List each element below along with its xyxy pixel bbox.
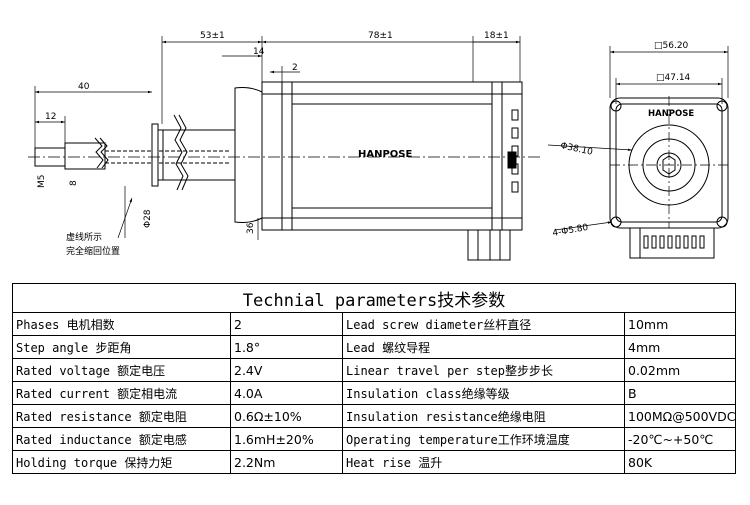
front-brand-label: HANPOSE	[648, 109, 694, 119]
param-label: Step angle 步距角	[12, 335, 231, 359]
table-row: Rated current 额定相电流 4.0A Insulation clas…	[12, 381, 737, 405]
param-value: 2	[230, 312, 343, 336]
side-dimension-labels: 53±1 78±1 18±1 14 2 40 12 M5 8 Φ28 36 HA…	[37, 31, 509, 234]
dim-dia38: Φ38.10	[559, 141, 593, 158]
side-view	[28, 36, 540, 261]
nut-flange	[151, 123, 235, 187]
dim-sq47: □47.14	[656, 73, 691, 83]
param-value: 100MΩ@500VDC	[623, 404, 737, 428]
param-label: Linear travel per step整步步长	[342, 358, 625, 382]
table-row: Phases 电机相数 2 Lead screw diameter丝杆直径 10…	[12, 312, 737, 336]
table-row: Rated voltage 额定电压 2.4V Linear travel pe…	[12, 358, 737, 382]
param-label: Lead 螺纹导程	[342, 335, 625, 359]
table-row: Holding torque 保持力矩 2.2Nm Heat rise 温升 8…	[12, 450, 737, 474]
note-line-1: 虚线所示	[66, 231, 102, 243]
param-label: Holding torque 保持力矩	[12, 450, 231, 474]
retracted-note: 虚线所示 完全缩回位置	[66, 197, 133, 257]
param-label: Rated voltage 额定电压	[12, 358, 231, 382]
table-row: Rated inductance 额定电感 1.6mH±20% Operatin…	[12, 427, 737, 451]
dim-2: 2	[292, 63, 298, 73]
motor-technical-drawing: 53±1 78±1 18±1 14 2 40 12 M5 8 Φ28 36 HA…	[28, 31, 730, 261]
table-row: Rated resistance 额定电阻 0.6Ω±10% Insulatio…	[12, 404, 737, 428]
param-label: Phases 电机相数	[12, 312, 231, 336]
front-view	[547, 46, 730, 259]
param-label: Rated inductance 额定电感	[12, 427, 231, 451]
table-row: Step angle 步距角 1.8° Lead 螺纹导程 4mm	[12, 335, 737, 359]
dim-40: 40	[78, 82, 90, 92]
dim-12: 12	[45, 112, 56, 122]
param-value: 0.02mm	[623, 358, 737, 382]
param-value: -20℃~+50℃	[623, 427, 737, 451]
param-label: Operating temperature工作环境温度	[342, 427, 625, 451]
dim-36: 36	[246, 222, 256, 234]
side-connector	[467, 229, 511, 261]
table-title: Technial parameters技术参数	[11, 283, 737, 313]
dim-78: 78±1	[368, 31, 393, 41]
dim-53: 53±1	[200, 31, 225, 41]
param-value: B	[623, 381, 737, 405]
param-label: Insulation class绝缘等级	[342, 381, 625, 405]
param-label: Insulation resistance绝缘电阻	[342, 404, 625, 428]
param-label: Rated current 额定相电流	[12, 381, 231, 405]
technical-parameters-table: Technial parameters技术参数 Phases 电机相数 2 Le…	[11, 283, 737, 474]
dim-sq56: □56.20	[654, 41, 689, 51]
param-value: 4mm	[623, 335, 737, 359]
param-value: 2.4V	[230, 358, 343, 382]
note-line-2: 完全缩回位置	[66, 245, 120, 257]
dim-m5: M5	[37, 175, 47, 189]
param-value: 4.0A	[230, 381, 343, 405]
dim-hole: 4-Φ5.80	[552, 223, 590, 239]
param-label: Heat rise 温升	[342, 450, 625, 474]
param-label: Lead screw diameter丝杆直径	[342, 312, 625, 336]
table-title-row: Technial parameters技术参数	[11, 283, 737, 313]
side-brand-label: HANPOSE	[358, 149, 413, 160]
param-value: 80K	[623, 450, 737, 474]
param-label: Rated resistance 额定电阻	[12, 404, 231, 428]
motor-body	[261, 81, 523, 231]
param-value: 0.6Ω±10%	[230, 404, 343, 428]
dim-28: Φ28	[143, 209, 153, 228]
param-value: 2.2Nm	[230, 450, 343, 474]
param-value: 10mm	[623, 312, 737, 336]
param-value: 1.6mH±20%	[230, 427, 343, 451]
dim-14: 14	[253, 47, 265, 57]
param-value: 1.8°	[230, 335, 343, 359]
dim-18: 18±1	[484, 31, 509, 41]
leadscrew	[34, 114, 230, 191]
front-connector	[629, 227, 715, 259]
dim-8: 8	[69, 180, 79, 186]
side-dimension-lines	[34, 36, 521, 240]
